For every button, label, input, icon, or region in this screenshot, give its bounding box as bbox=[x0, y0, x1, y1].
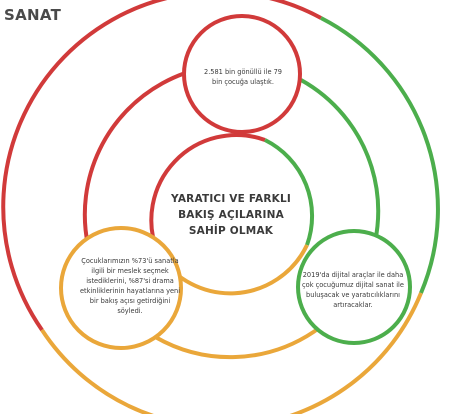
node-top-circle bbox=[182, 14, 302, 134]
node-left-circle bbox=[59, 226, 183, 350]
outer-ring-green-arc bbox=[320, 16, 440, 294]
node-top-text: 2.581 bin gönüllü ile 79 bin çocuğa ulaş… bbox=[204, 68, 282, 86]
inner-ring-green-arc bbox=[264, 138, 315, 246]
outer-ring-yellow-arc bbox=[40, 292, 423, 414]
node-left-text: Çocuklarımızın %73'ü sanatla ilgili bir … bbox=[79, 257, 181, 315]
node-right-text: 2019'da dijital araçlar ile daha çok çoc… bbox=[302, 271, 404, 309]
inner-ring-red-arc bbox=[149, 133, 266, 254]
outer-ring-red-arc bbox=[1, 0, 322, 332]
page-title: SANAT bbox=[4, 6, 62, 24]
node-right-circle bbox=[296, 229, 412, 345]
center-label: YARATICI VE FARKLI BAKIŞ AÇILARINA SAHİP… bbox=[171, 193, 291, 237]
